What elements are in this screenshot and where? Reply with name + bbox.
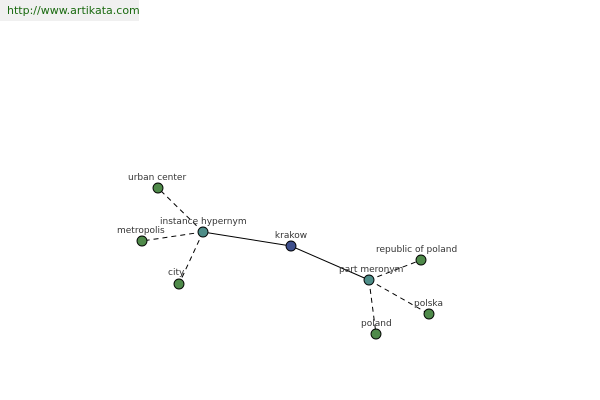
- node-label-part-meronym: part meronym: [339, 265, 403, 275]
- edge-part-meronym-to-republic-of-poland: [368, 259, 422, 281]
- edge-instance-hypernym-to-urban-center: [157, 187, 204, 233]
- node-city[interactable]: [173, 278, 185, 290]
- node-part-meronym[interactable]: [363, 274, 375, 286]
- edge-instance-hypernym-to-city: [178, 231, 204, 285]
- nodes-layer: [136, 182, 435, 340]
- node-label-instance-hypernym: instance hypernym: [160, 217, 247, 227]
- node-label-city: city: [168, 268, 185, 278]
- node-polska[interactable]: [423, 308, 435, 320]
- node-label-poland: poland: [361, 319, 392, 329]
- node-poland[interactable]: [370, 328, 382, 340]
- edge-part-meronym-to-poland: [368, 279, 377, 335]
- node-republic-of-poland[interactable]: [415, 254, 427, 266]
- edge-instance-hypernym-to-metropolis: [141, 231, 204, 242]
- node-metropolis[interactable]: [136, 235, 148, 247]
- node-label-krakow: krakow: [275, 231, 307, 241]
- node-instance-hypernym[interactable]: [197, 226, 209, 238]
- node-label-republic-of-poland: republic of poland: [376, 245, 457, 255]
- node-label-urban-center: urban center: [128, 173, 186, 183]
- labels-layer: krakow instance hypernym part meronym urban…: [117, 173, 457, 329]
- node-urban-center[interactable]: [152, 182, 164, 194]
- edges-layer: [141, 187, 430, 335]
- node-label-metropolis: metropolis: [117, 226, 165, 236]
- edge-krakow-to-instance-hypernym: [202, 231, 292, 247]
- node-label-polska: polska: [414, 299, 443, 309]
- node-krakow[interactable]: [285, 240, 297, 252]
- source-url-link[interactable]: http://www.artikata.com: [0, 0, 139, 21]
- edge-krakow-to-part-meronym: [290, 245, 370, 281]
- edge-part-meronym-to-polska: [368, 279, 430, 315]
